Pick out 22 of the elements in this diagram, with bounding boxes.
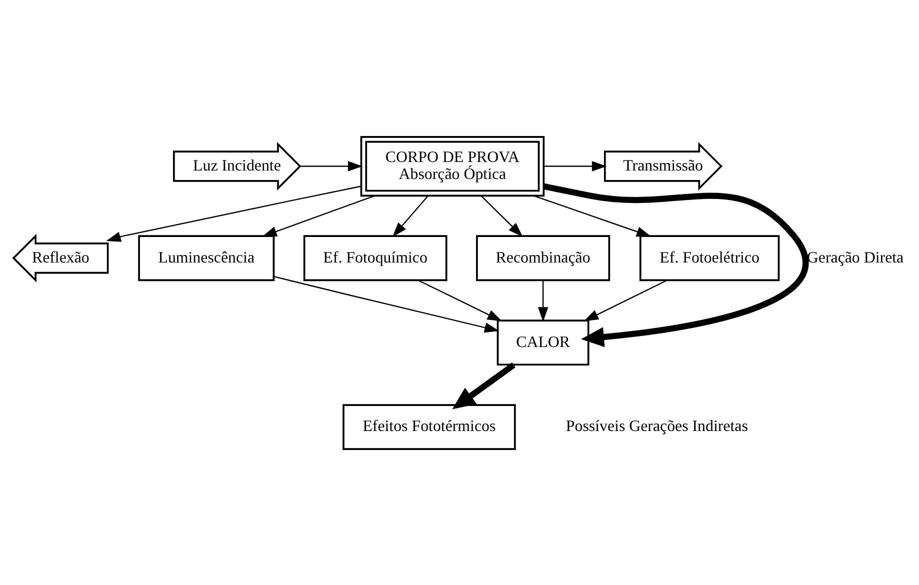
arrow [392,194,429,236]
node-box: Luminescência [138,234,275,281]
label: Possíveis Gerações Indiretas [566,418,748,435]
node-box: CORPO DE PROVA Absorção Óptica [360,135,545,196]
node-box: Ef. Fotoquímico [303,234,448,281]
node-box: Ef. Fotoelétrico [639,234,780,281]
arrow [543,182,808,347]
arrow [106,185,362,242]
arrow [584,279,668,321]
node-box: Efeitos Fototérmicos [342,404,516,450]
node-box: Recombinação [476,234,610,281]
arrow [538,280,548,322]
arrow [418,279,502,321]
node-box: CALOR [496,319,590,366]
arrow [544,160,607,171]
arrow [300,160,363,171]
arrow [274,275,500,332]
arrow [534,194,652,236]
arrow [262,194,375,236]
arrow [452,362,516,409]
edge-label: Geração Direta [806,248,904,266]
arrow [480,194,523,236]
